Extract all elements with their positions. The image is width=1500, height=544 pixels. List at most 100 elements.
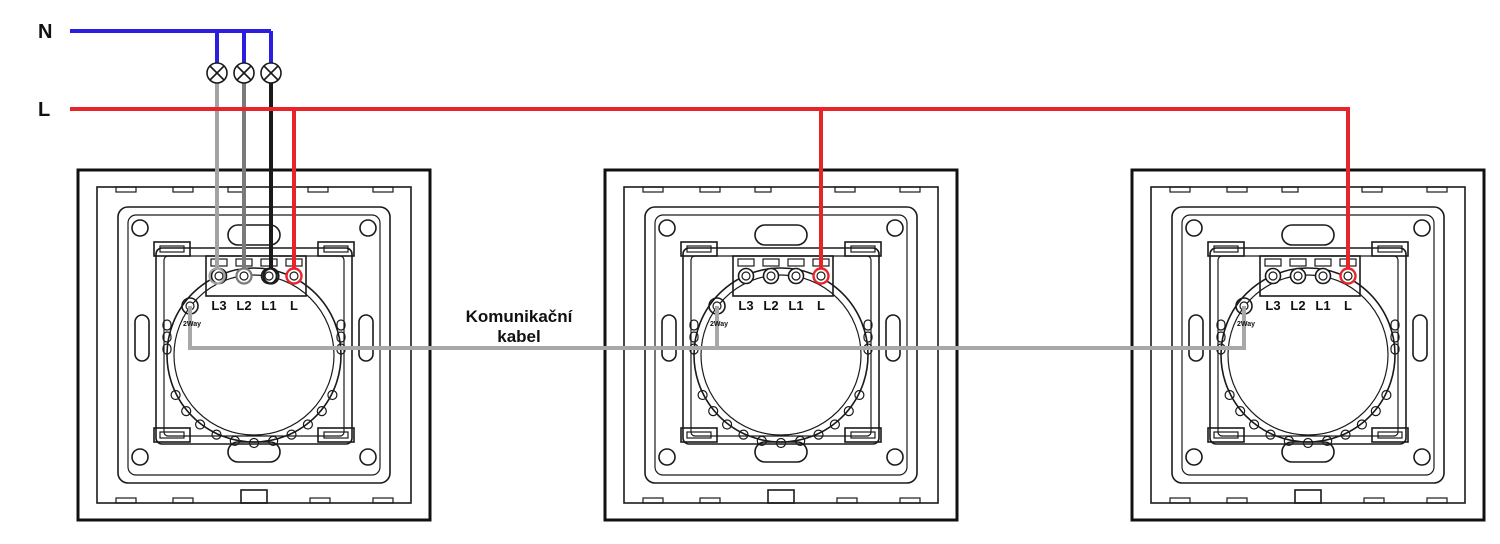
ring-notch: [1340, 429, 1351, 440]
switch-3: [1130, 168, 1486, 522]
ring-notch: [1370, 406, 1381, 417]
terminal-label: L: [290, 298, 298, 313]
module-clip-inner: [323, 245, 349, 253]
two-way-label: 2Way: [183, 321, 201, 328]
side-bump: [1390, 331, 1400, 343]
side-bump: [162, 319, 172, 331]
module-clip: [317, 427, 355, 443]
terminal-screw: [1289, 267, 1307, 285]
module-clip-inner: [1213, 431, 1239, 439]
ring-notch: [286, 429, 297, 440]
ring-notch: [1283, 435, 1294, 446]
terminal-screw-inner: [766, 271, 776, 281]
screw-hole: [359, 219, 377, 237]
terminal-screw: [762, 267, 780, 285]
terminal-label: L1: [788, 298, 803, 313]
module-clip: [1371, 427, 1409, 443]
screw-hole: [1185, 448, 1203, 466]
ring-notch: [1356, 419, 1368, 430]
bottom-tab: [1226, 497, 1248, 504]
screw-hole: [1413, 219, 1431, 237]
switch-frame: [1130, 168, 1486, 522]
bottom-clip: [1294, 489, 1322, 504]
bottom-tab: [699, 497, 721, 504]
bottom-tab: [309, 497, 331, 504]
side-bump: [863, 319, 873, 331]
module-clip: [1207, 427, 1245, 443]
terminal-cap: [787, 258, 805, 267]
terminal-screw-inner: [1268, 271, 1278, 281]
ring-notch: [195, 419, 206, 430]
top-tab: [307, 186, 329, 193]
terminal-screw-inner: [289, 271, 299, 281]
switch-1: [76, 168, 432, 522]
ring-notch: [1265, 429, 1276, 440]
bottom-tab: [172, 497, 194, 504]
module-clip-inner: [850, 431, 876, 439]
ring-notch: [843, 406, 854, 417]
ring-notch: [1248, 419, 1260, 430]
live-terminal-highlight: [285, 267, 303, 285]
terminal-screw-inner: [239, 271, 249, 281]
lamp-icon: [233, 62, 255, 84]
top-tab: [1226, 186, 1248, 193]
screw-hole: [131, 448, 149, 466]
bottom-tab: [1363, 497, 1385, 504]
mounting-plate: [1171, 206, 1445, 484]
screw-hole: [1185, 219, 1203, 237]
module-ring: [1220, 267, 1396, 443]
terminal-label: L1: [261, 298, 276, 313]
terminal-cap: [1314, 258, 1332, 267]
top-slot: [227, 224, 281, 246]
terminal-screw: [1264, 267, 1282, 285]
side-bump: [1216, 319, 1226, 331]
ring-notch: [721, 419, 733, 430]
terminal-screw: [737, 267, 755, 285]
lamp-layer: [206, 62, 282, 84]
load-terminal-highlight: [262, 267, 280, 285]
side-bump: [336, 331, 346, 343]
ring-notch: [181, 406, 192, 417]
cable-label-line2: kabel: [497, 327, 540, 346]
side-bump: [1216, 331, 1226, 343]
switch-2: [603, 168, 959, 522]
terminal-screw-inner: [214, 271, 224, 281]
module-clip-inner: [159, 431, 185, 439]
left-slot: [1188, 314, 1204, 362]
screw-hole: [359, 448, 377, 466]
top-tab: [1281, 186, 1299, 193]
module-ring: [166, 267, 342, 443]
screw-hole: [886, 448, 904, 466]
ring-notch: [813, 429, 824, 440]
ring-notch: [1302, 437, 1314, 449]
screw-hole: [131, 219, 149, 237]
lamp-icon: [206, 62, 228, 84]
lamp-cross: [236, 65, 252, 81]
module-ring-inner: [700, 274, 862, 436]
side-bump: [1390, 319, 1400, 331]
bottom-tab: [642, 497, 664, 504]
side-bump: [689, 331, 699, 343]
mounting-plate-inner: [1181, 214, 1435, 476]
top-tab: [699, 186, 721, 193]
top-tab: [899, 186, 921, 193]
top-tab: [172, 186, 194, 193]
top-tab: [372, 186, 394, 193]
ring-notch: [1322, 435, 1333, 446]
screw-hole: [658, 448, 676, 466]
terminal-label: L2: [236, 298, 251, 313]
mounting-plate: [117, 206, 391, 484]
ring-notch: [327, 389, 338, 401]
module-clip-inner: [323, 431, 349, 439]
bottom-tab: [1169, 497, 1191, 504]
terminal-screw: [787, 267, 805, 285]
terminal-block: [205, 255, 307, 297]
module-clip: [153, 241, 191, 257]
terminal-label: L3: [1265, 298, 1280, 313]
module-clip: [680, 241, 718, 257]
ring-notch: [738, 429, 749, 440]
module-clip: [680, 427, 718, 443]
module-clip-inner: [1377, 245, 1403, 253]
